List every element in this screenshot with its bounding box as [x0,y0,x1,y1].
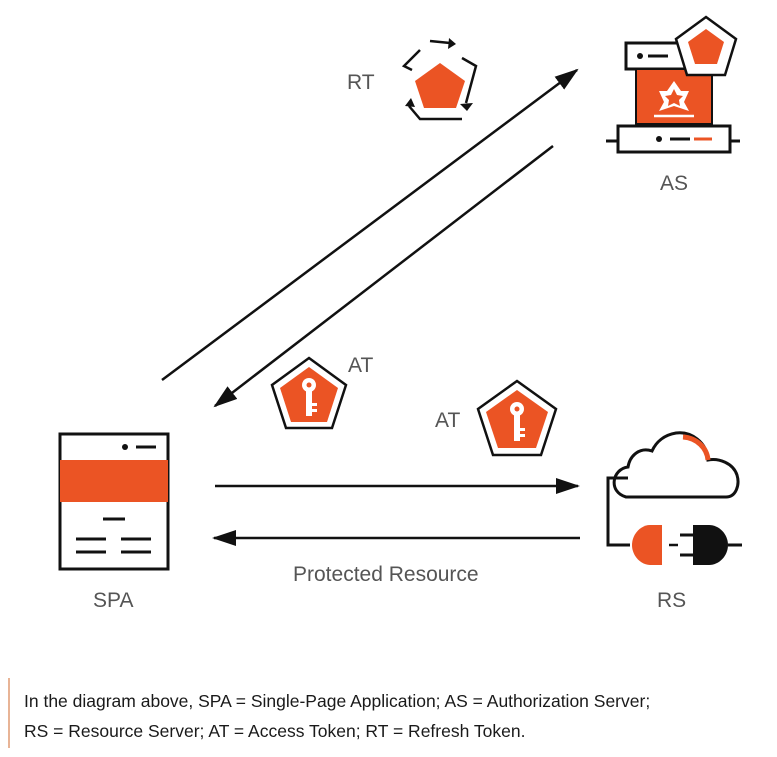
arrow-as-to-spa [213,145,554,408]
refresh-token-label: RT [347,71,375,94]
rs-label: RS [657,589,687,612]
browser-window-icon [58,432,170,571]
caption-line: In the diagram above, SPA = Single-Page … [24,691,651,711]
arrow-spa-to-as [161,68,579,382]
cloud-plug-icon [606,431,742,565]
refresh-pentagon-icon [401,38,478,121]
protected-resource-label: Protected Resource [293,563,479,586]
key-pentagon-icon [476,379,558,457]
spa-label: SPA [93,589,134,612]
authorization-server-icon [606,15,740,154]
caption-accent-bar [8,678,10,748]
diagram-caption: In the diagram above, SPA = Single-Page … [24,686,774,746]
access-token-label-upper: AT [348,354,374,377]
key-pentagon-icon [270,356,348,430]
as-label: AS [660,172,689,195]
caption-line: RS = Resource Server; AT = Access Token;… [24,721,526,741]
token-flow-diagram [58,15,742,571]
access-token-label-lower: AT [435,409,461,432]
